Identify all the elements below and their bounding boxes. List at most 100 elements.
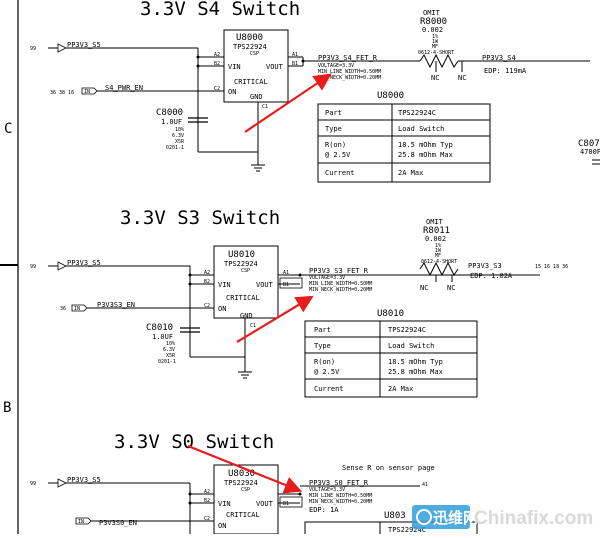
- s0-table-part: TPS22924C: [388, 526, 426, 534]
- svg-text:Load Switch: Load Switch: [398, 125, 444, 133]
- svg-text:1W: 1W: [435, 248, 442, 254]
- svg-text:Load Switch: Load Switch: [388, 342, 434, 350]
- s4-cap-pkg: 0201-1: [166, 145, 184, 151]
- s4-ic-ref: U8000: [236, 33, 263, 43]
- s4-cap-ref: C8000: [156, 108, 183, 118]
- svg-text:VOLTAGE=3.3V: VOLTAGE=3.3V: [309, 487, 345, 493]
- s4-cap-diel: X5R: [175, 139, 185, 145]
- svg-text:MIN_NECK_WIDTH=0.20MM: MIN_NECK_WIDTH=0.20MM: [309, 499, 372, 505]
- s3-switch-section: 3.3V S3 Switch 99 PP3V3_S5 36 IN P3V3S3_…: [30, 207, 568, 398]
- s4-switch-section: 3.3V S4 Switch 99 PP3V3_S5 36 38 16 IN S…: [30, 0, 600, 183]
- svg-text:IN: IN: [84, 89, 90, 95]
- s0-net-en-label: P3V3S0_EN: [99, 519, 137, 527]
- s4-cap-v: 6.3V: [172, 133, 184, 139]
- svg-text:C2: C2: [204, 303, 210, 309]
- svg-text:C2: C2: [204, 516, 210, 522]
- svg-text:C2: C2: [214, 86, 220, 92]
- svg-text:MF: MF: [435, 253, 441, 259]
- s4-out-net: PP3V3_S4: [482, 54, 516, 62]
- svg-text:B2: B2: [214, 61, 220, 67]
- s3-ic-u8010: [213, 245, 279, 319]
- svg-text:U8010: U8010: [228, 250, 255, 260]
- watermark-cn: 迅维网: [433, 509, 478, 527]
- svg-text:B1: B1: [283, 282, 289, 288]
- svg-text:1%: 1%: [432, 34, 438, 40]
- svg-text:VOUT: VOUT: [266, 63, 284, 71]
- s0-sense-note: Sense R on sensor page: [342, 464, 435, 472]
- right-cap-val: 4700P: [580, 148, 600, 156]
- svg-text:41: 41: [422, 482, 428, 488]
- s3-resistor-r8011: [419, 261, 459, 277]
- svg-text:0201-1: 0201-1: [158, 359, 176, 365]
- s4-r-val: 0.002: [422, 26, 443, 34]
- s3-red-arrow: [236, 295, 314, 343]
- svg-text:B2: B2: [204, 498, 210, 504]
- s4-net-prop-voltage: VOLTAGE=3.3V: [318, 63, 354, 69]
- svg-text:A2: A2: [204, 489, 210, 495]
- svg-text:Current: Current: [314, 385, 344, 393]
- svg-text:Part: Part: [314, 326, 331, 334]
- svg-text:IN: IN: [78, 519, 84, 525]
- s3-table-ron-1: R(on): [314, 358, 335, 366]
- s4-resistor-r8000: [419, 53, 459, 69]
- s4-net-in-label: PP3V3_S5: [67, 41, 101, 49]
- svg-text:A2: A2: [204, 270, 210, 276]
- s3-cap-ref: C8010: [146, 323, 173, 333]
- svg-text:Current: Current: [325, 169, 355, 177]
- s4-r-ref: R8000: [420, 17, 447, 27]
- svg-text:U8010: U8010: [377, 309, 404, 319]
- svg-text:VOUT: VOUT: [256, 500, 274, 508]
- s0-fet-net: PP3V3_S0_FET_R: [309, 479, 369, 487]
- svg-text:Type: Type: [314, 342, 331, 350]
- s3-out-net: PP3V3_S3: [468, 262, 502, 270]
- svg-text:B2: B2: [204, 279, 210, 285]
- svg-text:MIN_LINE_WIDTH=0.50MM: MIN_LINE_WIDTH=0.50MM: [309, 493, 372, 499]
- svg-text:A1: A1: [283, 270, 289, 276]
- svg-text:VIN: VIN: [218, 500, 231, 508]
- svg-text:ON: ON: [218, 305, 226, 313]
- s4-en-pins: 36 38 16: [50, 90, 74, 96]
- svg-text:R8011: R8011: [423, 226, 450, 236]
- s4-net-in-pins: 99: [30, 46, 36, 52]
- svg-text:99: 99: [30, 264, 36, 270]
- svg-text:CSP: CSP: [241, 487, 250, 493]
- svg-text:ON: ON: [218, 522, 226, 530]
- s4-ic-part: TPS22924: [233, 43, 267, 51]
- svg-text:Part: Part: [325, 109, 342, 117]
- s4-table-ron-max: 25.8 mOhm Max: [398, 151, 453, 159]
- svg-text:Type: Type: [325, 125, 342, 133]
- svg-text:GND: GND: [240, 312, 253, 320]
- s0-switch-section: 3.3V S0 Switch 99 PP3V3_S5 IN P3V3S0_EN …: [30, 431, 478, 538]
- svg-text:C1: C1: [250, 323, 256, 329]
- s3-edp: EDP: 1.02A: [470, 272, 513, 280]
- s4-nc2: NC: [458, 74, 466, 82]
- zone-label-b: B: [3, 400, 11, 416]
- svg-text:VIN: VIN: [218, 281, 231, 289]
- svg-text:2A Max: 2A Max: [388, 385, 413, 393]
- s0-edp: EDP: 1A: [309, 506, 339, 514]
- svg-text:VOLTAGE=3.3V: VOLTAGE=3.3V: [309, 275, 345, 281]
- svg-text:0.002: 0.002: [425, 235, 446, 243]
- chinafix-watermark: 迅维网 Chinafix.com: [412, 505, 593, 529]
- svg-text:OMIT: OMIT: [426, 218, 444, 226]
- svg-text:99: 99: [30, 481, 36, 487]
- s4-ic-csp: CSP: [250, 51, 259, 57]
- svg-text:A2: A2: [214, 52, 220, 58]
- s0-red-arrow: [187, 444, 303, 494]
- svg-text:TPS22924: TPS22924: [224, 479, 258, 487]
- s3-net-en-label: P3V3S3_EN: [97, 301, 135, 309]
- svg-text:6.3V: 6.3V: [163, 347, 175, 353]
- svg-text:TPS22924C: TPS22924C: [388, 326, 426, 334]
- s3-table-ron-2: @ 2.5V: [314, 368, 340, 376]
- svg-text:GND: GND: [250, 93, 263, 101]
- svg-text:VOUT: VOUT: [256, 281, 274, 289]
- svg-text:CRITICAL: CRITICAL: [226, 294, 260, 302]
- svg-text:MIN_NECK_WIDTH=0.20MM: MIN_NECK_WIDTH=0.20MM: [309, 287, 372, 293]
- s4-cap-val: 1.0UF: [161, 118, 182, 126]
- s0-spec-table: [304, 521, 478, 538]
- s3-table-ron-typ: 18.5 mOhm Typ: [388, 358, 443, 366]
- s4-fet-net: PP3V3_S4_FET_R: [318, 54, 378, 62]
- svg-text:IN: IN: [74, 306, 80, 312]
- svg-text:10%: 10%: [166, 341, 175, 347]
